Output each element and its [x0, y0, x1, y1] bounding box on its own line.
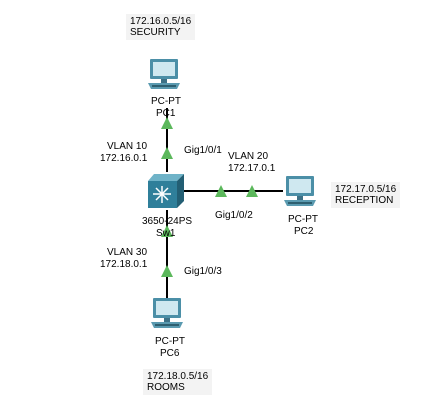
link-up-arrow [161, 147, 173, 159]
pc6-port-label: Gig1/0/3 [184, 266, 222, 277]
pc2-vlan-label: VLAN 20 [228, 151, 269, 162]
pc1-model: PC-PT [151, 96, 181, 107]
pc6-name: PC6 [160, 348, 180, 359]
pc2-model: PC-PT [288, 214, 318, 225]
link-up-arrow [161, 117, 173, 129]
sw1-name: Sw1 [156, 228, 176, 239]
desktop-pc-icon [148, 59, 180, 89]
note-pc1-zone: SECURITY [130, 27, 181, 38]
pc6-vlan-label: VLAN 30 [107, 247, 148, 258]
note-pc6-ip: 172.18.0.5/16 [147, 371, 209, 382]
link-up-arrow [161, 265, 173, 277]
note-pc6-zone: ROOMS [147, 382, 185, 393]
pc1-name: PC1 [156, 108, 176, 119]
note-pc6: 172.18.0.5/16 ROOMS [143, 369, 213, 395]
device-pc6[interactable] [150, 297, 184, 336]
pc1-vlan-label: VLAN 10 [107, 141, 148, 152]
device-pc2[interactable] [283, 175, 317, 214]
desktop-pc-icon [284, 176, 316, 206]
note-pc1: 172.16.0.5/16 SECURITY [126, 14, 196, 40]
note-pc2-zone: RECEPTION [335, 195, 394, 206]
link-up-arrow [246, 185, 258, 197]
pc6-gateway-label: 172.18.0.1 [100, 259, 148, 270]
pc2-gateway-label: 172.17.0.1 [228, 163, 276, 174]
note-pc2: 172.17.0.5/16 RECEPTION [331, 182, 401, 208]
device-sw1[interactable] [147, 173, 185, 214]
desktop-pc-icon [151, 298, 183, 328]
multilayer-switch-icon [148, 174, 184, 208]
pc2-port-label: Gig1/0/2 [215, 210, 253, 221]
pc1-gateway-label: 172.16.0.1 [100, 153, 148, 164]
note-pc2-ip: 172.17.0.5/16 [335, 184, 397, 195]
pc1-port-label: Gig1/0/1 [184, 145, 222, 156]
pc2-name: PC2 [294, 226, 314, 237]
link-up-arrow [215, 185, 227, 197]
note-pc1-ip: 172.16.0.5/16 [130, 16, 192, 27]
pc6-model: PC-PT [155, 336, 185, 347]
device-pc1[interactable] [147, 58, 181, 97]
sw1-model: 3650-24PS [142, 216, 193, 227]
link-up-arrow [161, 225, 173, 237]
